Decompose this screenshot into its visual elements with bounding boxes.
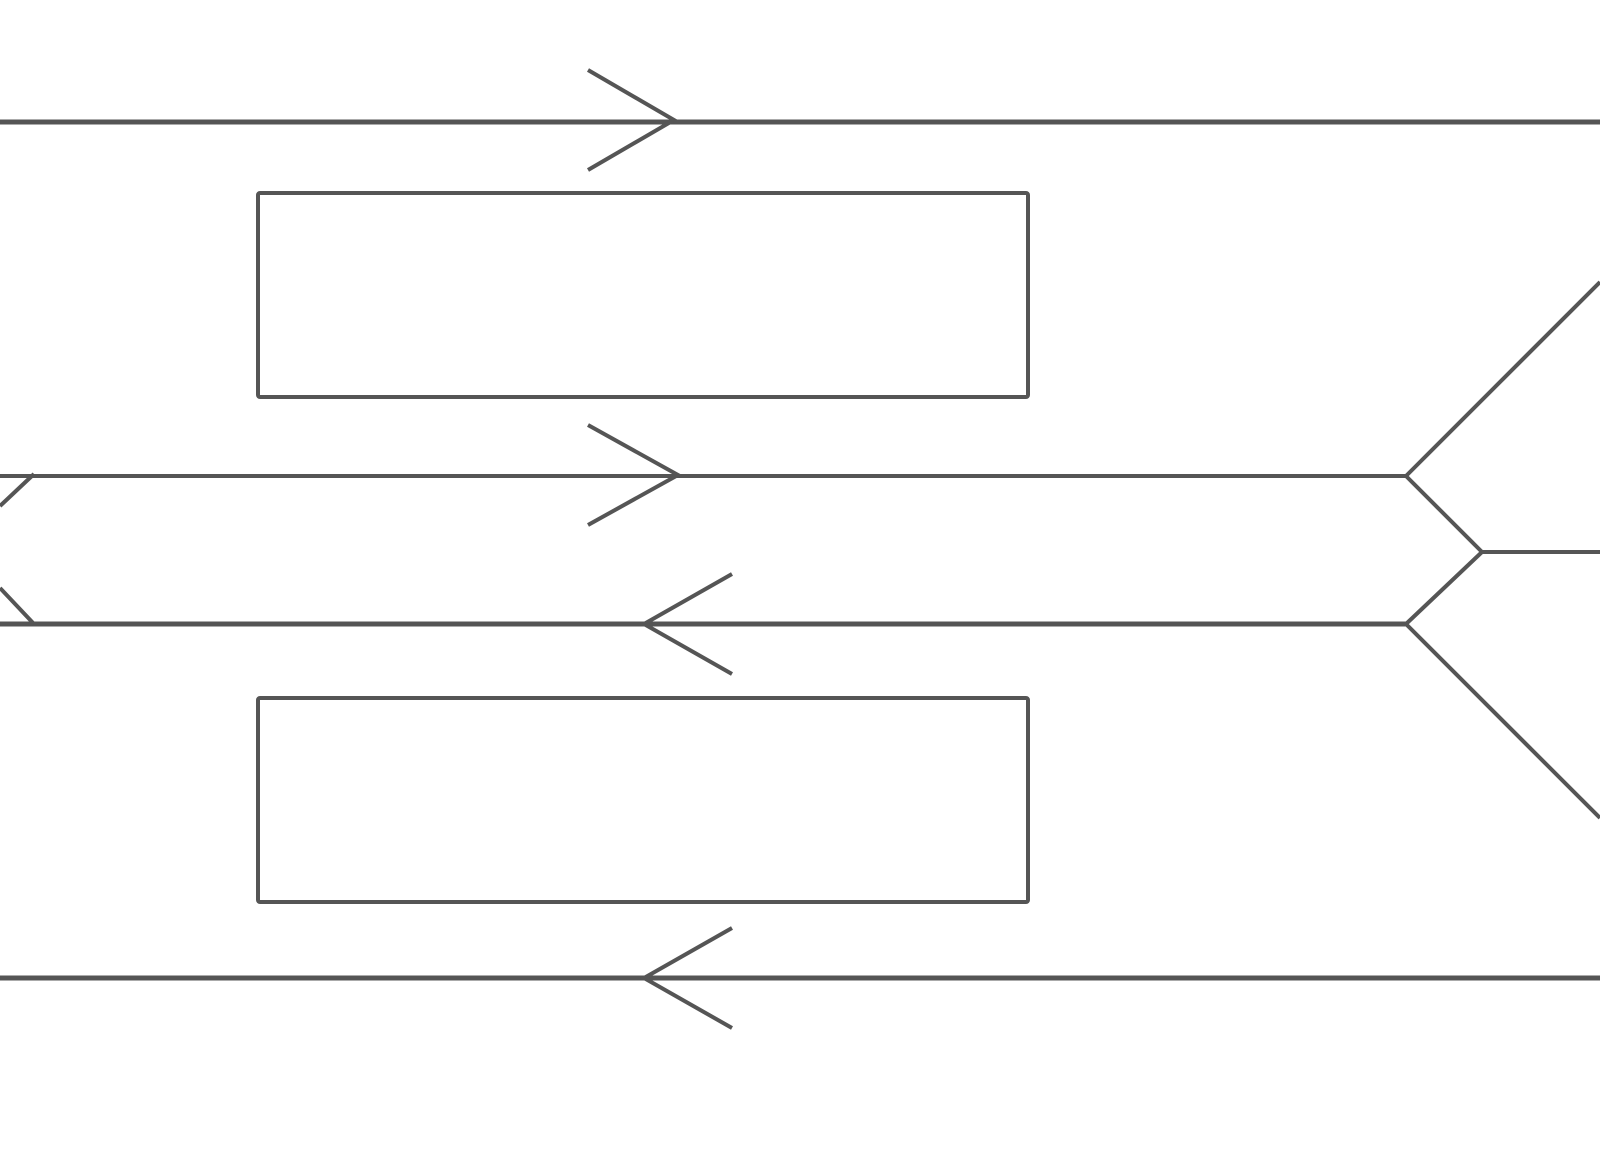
right-merge-lower-line <box>1404 550 1484 626</box>
upper-rectangle <box>256 191 1030 399</box>
right-merge-upper-line <box>1404 474 1484 554</box>
lower-rectangle <box>256 696 1030 904</box>
arrowhead-inner-lower-left <box>639 572 733 676</box>
arrowhead-bottom-left <box>639 926 733 1030</box>
right-lower-diagonal-line <box>1404 622 1600 820</box>
left-partial-chevron-line <box>0 472 36 626</box>
right-upper-diagonal-line <box>1404 280 1600 478</box>
arrowhead-inner-upper-right <box>587 423 683 527</box>
arrowhead-top-right <box>586 68 678 172</box>
